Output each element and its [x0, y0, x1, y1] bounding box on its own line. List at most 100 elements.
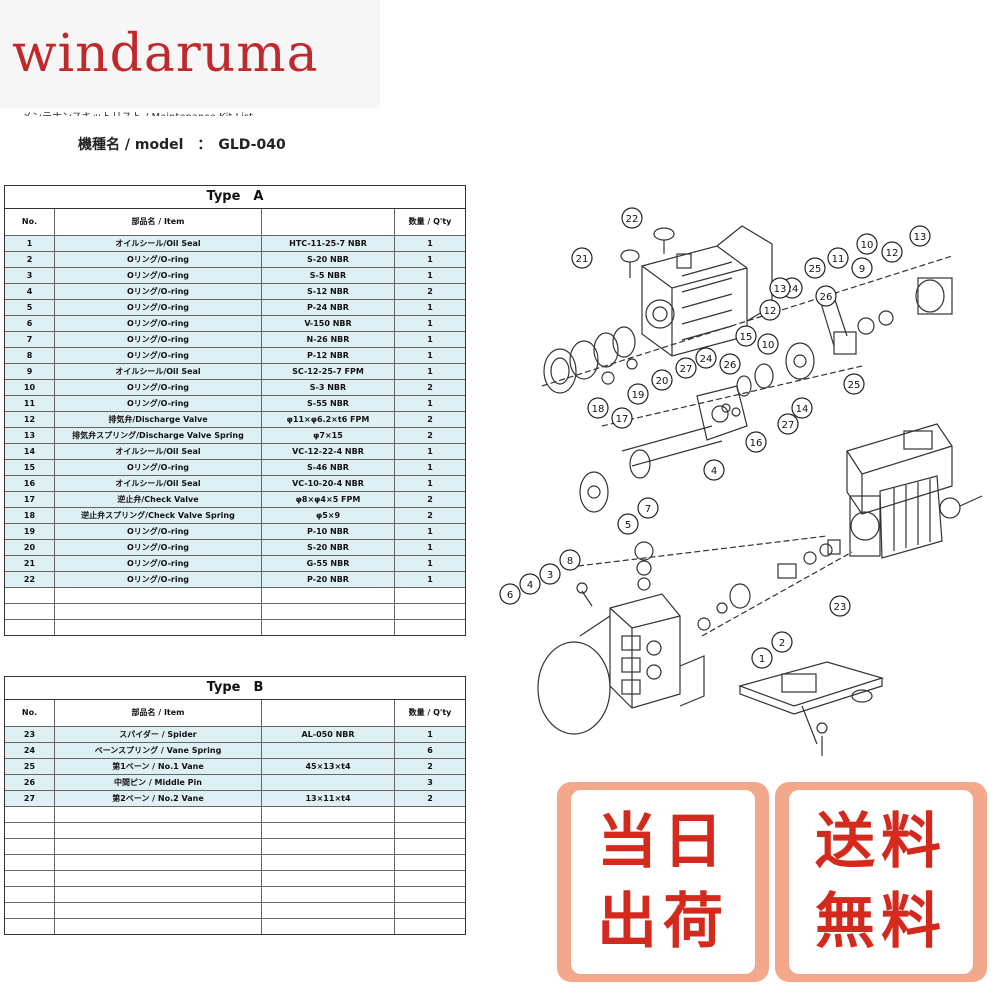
callout-label: 24: [786, 284, 799, 295]
callout-circle: [587, 397, 609, 419]
callout-label: 3: [547, 570, 553, 581]
callout-circle: [804, 257, 826, 279]
callout-label: 1: [759, 654, 765, 665]
cell-qty: 1: [427, 367, 433, 376]
cell-spec: S-5 NBR: [262, 268, 395, 283]
callout-circle: [735, 325, 757, 347]
callout-circle: [617, 513, 639, 535]
cell-item: Oリング/O-ring: [55, 556, 262, 571]
callout-label: 26: [724, 360, 737, 371]
cell-item: Oリング/O-ring: [55, 380, 262, 395]
cell-item: Oリング/O-ring: [55, 332, 262, 347]
header-qty: 数量 / Q'ty: [408, 217, 452, 226]
cell-spec: S-46 NBR: [262, 460, 395, 475]
callout-label: 19: [632, 390, 645, 401]
callout-label: 27: [782, 420, 795, 431]
cell-spec: φ5×9: [262, 508, 395, 523]
cell-qty: 2: [427, 495, 433, 504]
cell-item: Oリング/O-ring: [55, 300, 262, 315]
header-item: 部品名 / Item: [55, 700, 262, 726]
header-spec: [262, 209, 395, 235]
cell-qty: 1: [427, 319, 433, 328]
cell-item: オイルシール/Oil Seal: [55, 364, 262, 379]
cell-item: オイルシール/Oil Seal: [55, 476, 262, 491]
callout-label: 2: [779, 638, 785, 649]
cell-item: オイルシール/Oil Seal: [55, 236, 262, 251]
cell-item: Oリング/O-ring: [55, 316, 262, 331]
callout-label: 4: [527, 580, 533, 591]
cell-qty: 2: [427, 794, 433, 803]
header-spec: [262, 700, 395, 726]
callout-label: 14: [796, 404, 809, 415]
cell-item: 逆止弁/Check Valve: [55, 492, 262, 507]
cell-spec: 45×13×t4: [262, 759, 395, 774]
cell-spec: φ11×φ6.2×t6 FPM: [262, 412, 395, 427]
cell-no: 23: [5, 727, 55, 742]
cell-spec: φ7×15: [262, 428, 395, 443]
callout-label: 26: [820, 292, 833, 303]
cell-item: Oリング/O-ring: [55, 540, 262, 555]
header-no: No.: [5, 209, 55, 235]
cell-qty: 1: [427, 479, 433, 488]
callout-label: 10: [861, 240, 874, 251]
cell-no: 20: [5, 540, 55, 555]
callout-circle: [519, 573, 541, 595]
callout-circle: [675, 357, 697, 379]
callout-circle: [539, 563, 561, 585]
callout-circle: [757, 333, 779, 355]
callout-circle: [621, 207, 643, 229]
table-header-row: No. 部品名 / Item 数量 / Q'ty: [5, 700, 465, 727]
cell-qty: 2: [427, 287, 433, 296]
cell-item: 排気弁/Discharge Valve: [55, 412, 262, 427]
callout-label: 5: [625, 520, 631, 531]
cell-qty: 1: [427, 255, 433, 264]
cell-no: 17: [5, 492, 55, 507]
callout-circle: [851, 257, 873, 279]
table-row-empty: [5, 620, 465, 635]
callout-circle: [571, 247, 593, 269]
callout-label: 10: [762, 340, 775, 351]
cell-qty: 1: [427, 543, 433, 552]
cell-item: 第2ベーン / No.2 Vane: [55, 791, 262, 806]
cell-qty: 1: [427, 559, 433, 568]
table-title: Type A: [5, 186, 465, 209]
same-day-shipping-badge: 当日 出荷: [557, 782, 769, 982]
cell-spec: HTC-11-25-7 NBR: [262, 236, 395, 251]
cell-spec: [262, 775, 395, 790]
cell-spec: S-55 NBR: [262, 396, 395, 411]
callout-label: 4: [711, 466, 717, 477]
callout-circle: [769, 277, 791, 299]
free-shipping-badge: 送料 無料: [775, 782, 987, 982]
cell-item: Oリング/O-ring: [55, 572, 262, 587]
callout-circle: [909, 225, 931, 247]
callout-label: 22: [626, 214, 639, 225]
callout-circle: [777, 413, 799, 435]
header-item: 部品名 / Item: [55, 209, 262, 235]
callout-label: 16: [750, 438, 763, 449]
callout-label: 20: [656, 376, 669, 387]
cell-item: スパイダー / Spider: [55, 727, 262, 742]
cell-no: 5: [5, 300, 55, 315]
cell-qty: 1: [427, 239, 433, 248]
cell-qty: 6: [427, 746, 433, 755]
callout-label: 13: [774, 284, 787, 295]
table-row-empty: [5, 903, 465, 919]
callout-label: 27: [680, 364, 693, 375]
callout-circle: [745, 431, 767, 453]
cell-spec: V-150 NBR: [262, 316, 395, 331]
cell-spec: S-20 NBR: [262, 252, 395, 267]
callout-circle: [651, 369, 673, 391]
table-row-empty: [5, 871, 465, 887]
cell-no: 2: [5, 252, 55, 267]
cell-no: 6: [5, 316, 55, 331]
